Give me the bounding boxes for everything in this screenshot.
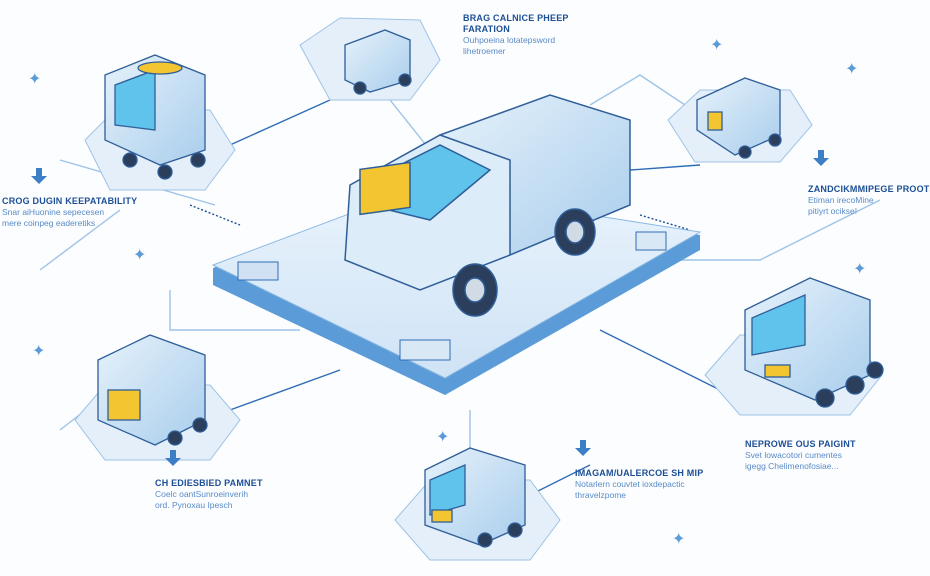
sparkle-icon: ✦ [436,429,450,446]
vehicle-icon [744,277,884,408]
sparkle-icon: ✦ [28,71,42,88]
label-title: CH EDIESBIED PAMNET [155,478,263,488]
label-top: BRAG CALNICE PHEEP FARATION Ouhpoeina lo… [463,13,569,57]
vehicle-icon [104,54,206,180]
label-description: Notarlern couvtet ioxdepactic [575,479,685,489]
download-arrow-icon [575,440,591,456]
label-title: BRAG CALNICE PHEEP [463,13,569,23]
label-right-top: ZANDCIKMMIPEGE PROOTS Etiman irecoMine p… [808,184,930,217]
vehicle-icon [696,77,782,159]
label-bottom-center: IMAGAM/UALERCOE SH MIP Notarlern couvtet… [575,468,703,501]
download-arrow-icon [31,168,47,184]
label-description: Etiman irecoMine [808,195,874,205]
label-description: igegg Chelimenofosiae... [745,461,839,471]
sparkle-icon: ✦ [672,531,686,548]
vehicle-icon [344,29,412,95]
label-right: NEPROWE OUS PAIGINT Svet lowacotori cume… [745,439,856,472]
vehicle-icon [97,334,208,446]
label-description: Coelc oantSunroeinverih [155,489,249,499]
download-arrow-icon [165,450,181,466]
download-arrow-icons [31,150,829,466]
label-title: IMAGAM/UALERCOE SH MIP [575,468,704,478]
label-title: NEPROWE OUS PAIGINT [745,439,856,449]
download-arrow-icon [813,150,829,166]
label-left: CROG DUGIN KEEPATABILITY Snar aiHuonine … [2,196,137,229]
truck-icon [344,94,631,317]
label-description: mere coinpeg eaderetiks [2,218,96,228]
label-description: Snar aiHuonine sepecesen [2,207,105,217]
label-description: Ouhpoeina lotatepsword [463,35,556,45]
label-description: Svet lowacotori cumentes [745,450,842,460]
label-description: ord. Pynoxau Ipesch [155,500,233,510]
label-description: lihetroemer [463,46,506,56]
label-title: FARATION [463,24,510,34]
sparkle-icon: ✦ [853,261,867,278]
sparkle-icon: ✦ [845,61,859,78]
label-title: CROG DUGIN KEEPATABILITY [2,196,138,206]
label-bottom-left: CH EDIESBIED PAMNET Coelc oantSunroeinve… [155,478,263,511]
label-description: pitiyrt ocikse! [808,206,858,216]
vehicle-icon [424,447,526,548]
vehicles [97,29,884,548]
label-title: ZANDCIKMMIPEGE PROOTS [808,184,930,194]
label-description: thravelzpome [575,490,627,500]
sparkle-icon: ✦ [32,343,46,360]
sparkle-icon: ✦ [133,247,147,264]
sparkle-icon: ✦ [710,37,724,54]
